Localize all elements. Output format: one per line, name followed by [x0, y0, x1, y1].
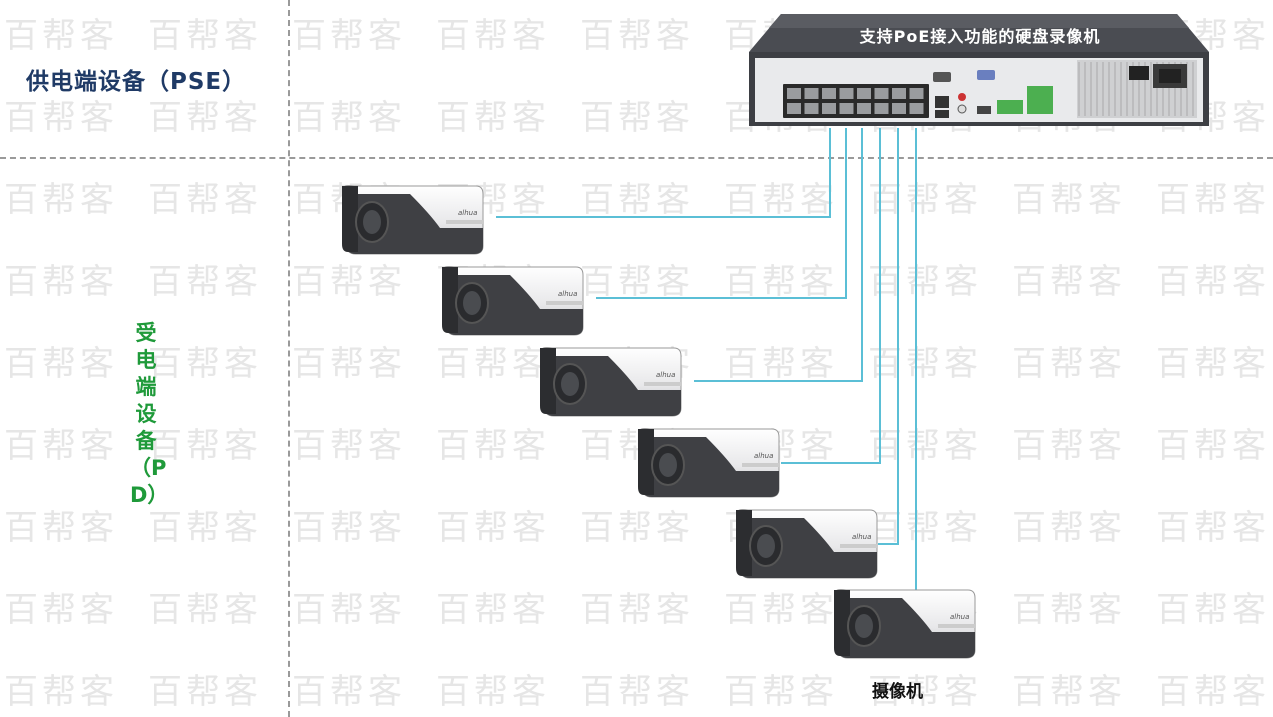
poe-port: [892, 103, 906, 114]
svg-text:alhua: alhua: [754, 452, 773, 460]
poe-port: [874, 88, 889, 99]
poe-port: [839, 103, 854, 114]
pse-label: 供电端设备（PSE）: [26, 69, 247, 95]
poe-port: [909, 103, 924, 114]
svg-text:alhua: alhua: [656, 371, 675, 379]
poe-port: [909, 88, 924, 99]
svg-text:alhua: alhua: [558, 290, 577, 298]
cable-3: [694, 128, 863, 382]
poe-port: [822, 88, 836, 99]
cable-2: [596, 128, 847, 299]
svg-text:alhua: alhua: [852, 533, 871, 541]
camera-3: alhua: [538, 346, 683, 418]
vertical-divider: [288, 0, 290, 717]
poe-port: [804, 103, 819, 114]
poe-port: [787, 103, 801, 114]
nvr-device: [749, 14, 1209, 126]
camera-6: alhua: [832, 588, 977, 660]
poe-port: [804, 88, 819, 99]
cable-1: [496, 128, 831, 218]
horizontal-divider: [0, 157, 1273, 159]
poe-port: [874, 103, 889, 114]
cable-5: [878, 128, 899, 545]
poe-port: [857, 88, 871, 99]
poe-port: [787, 88, 801, 99]
poe-port: [857, 103, 871, 114]
camera-5: alhua: [734, 508, 879, 580]
nvr-title: 支持PoE接入功能的硬盘录像机: [859, 27, 1101, 46]
camera-1: alhua: [340, 184, 485, 256]
svg-text:alhua: alhua: [458, 209, 477, 217]
svg-text:alhua: alhua: [950, 613, 969, 621]
poe-port: [822, 103, 836, 114]
poe-port: [892, 88, 906, 99]
camera-4: alhua: [636, 427, 781, 499]
camera-label: 摄像机: [872, 682, 923, 702]
cable-4: [781, 128, 881, 464]
camera-2: alhua: [440, 265, 585, 337]
poe-port: [839, 88, 854, 99]
